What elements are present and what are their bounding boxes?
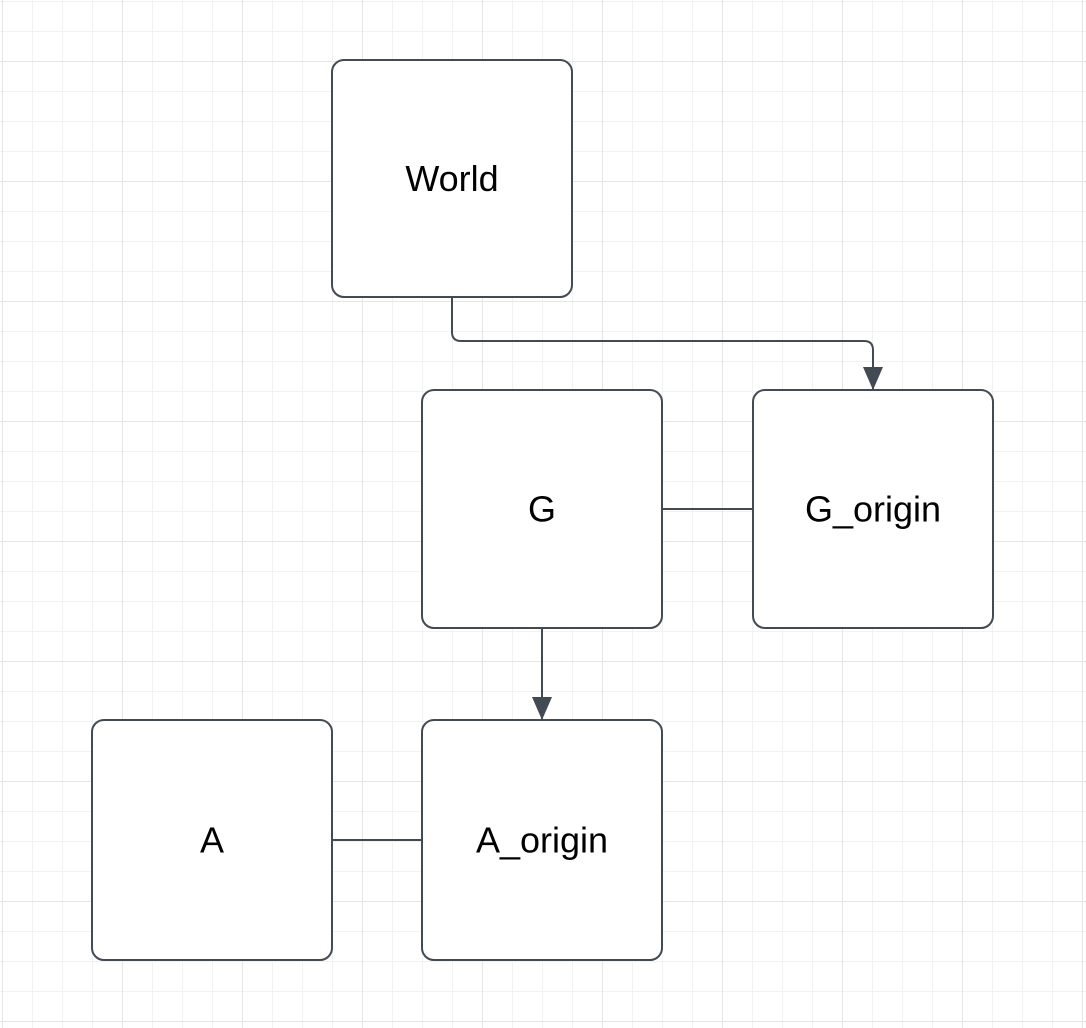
node-label: World xyxy=(405,158,498,199)
edge-world-to-g-origin[interactable] xyxy=(451,297,883,390)
node-shape xyxy=(421,389,663,629)
node-label: G_origin xyxy=(805,489,941,530)
node-shape xyxy=(91,719,333,961)
node-a-origin[interactable]: A_origin xyxy=(421,719,663,961)
node-shape xyxy=(421,719,663,961)
node-g[interactable]: G xyxy=(421,389,663,629)
node-a[interactable]: A xyxy=(91,719,333,961)
node-shape xyxy=(752,389,994,629)
node-world[interactable]: World xyxy=(331,59,573,298)
node-shape xyxy=(331,59,573,298)
node-label: A_origin xyxy=(476,820,608,861)
node-label: A xyxy=(200,820,224,861)
node-label: G xyxy=(528,489,556,530)
node-g-origin[interactable]: G_origin xyxy=(752,389,994,629)
edges-layer xyxy=(332,297,883,841)
